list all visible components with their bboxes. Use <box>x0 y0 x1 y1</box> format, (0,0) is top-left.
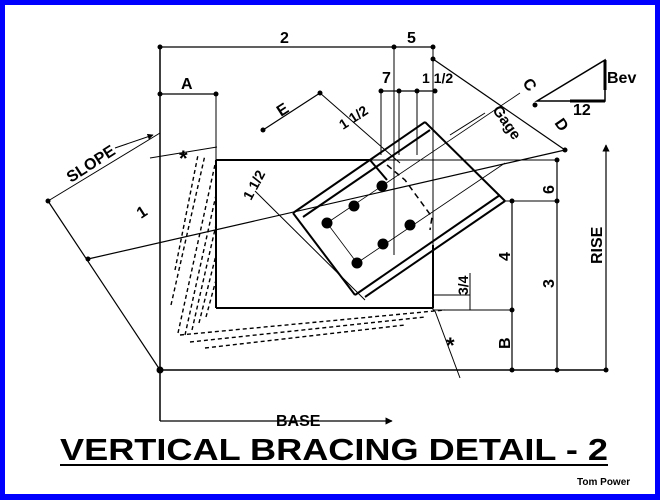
dim-dot <box>430 56 436 62</box>
label-1-half-top: 1 1/2 <box>422 70 453 86</box>
label-4: 4 <box>497 252 514 261</box>
slope-line-outer <box>47 200 161 371</box>
label-rise: RISE <box>589 226 606 264</box>
gage-line <box>449 112 486 136</box>
brace-end-dashed <box>386 164 433 231</box>
dim-dot <box>157 91 163 97</box>
slope-line-top <box>47 132 161 202</box>
label-1: 1 <box>134 203 151 222</box>
label-3: 3 <box>541 279 558 288</box>
origin-dot <box>156 366 164 374</box>
label-asterisk-top: * <box>179 146 188 171</box>
dim-dot <box>554 367 560 373</box>
slope-dim-line <box>87 149 566 260</box>
weld-hatching-left <box>170 154 217 336</box>
label-1-half-mid: 1 1/2 <box>336 102 371 132</box>
dim-dot <box>554 157 560 163</box>
bracing-diagram: 2 5 A 7 1 1/2 C Bev 12 E 1 1/2 Gage D SL… <box>45 30 636 488</box>
dim-dot <box>85 256 91 262</box>
weld-hatching-bottom <box>179 309 446 349</box>
dim-dot <box>509 367 515 373</box>
diagram-title: VERTICAL BRACING DETAIL - 2 <box>60 432 608 467</box>
bevel-triangle <box>534 58 606 102</box>
slope-arrow <box>114 133 154 149</box>
label-7: 7 <box>382 70 391 87</box>
asterisk-leader <box>434 310 461 379</box>
bolt-holes <box>321 180 416 269</box>
dim-dot <box>603 367 609 373</box>
label-B: B <box>497 337 514 349</box>
dim-dot <box>532 102 538 108</box>
label-3-4: 3/4 <box>455 275 471 295</box>
E-dim-line <box>262 92 321 131</box>
dim-dot <box>157 44 163 50</box>
brace-member <box>292 121 506 298</box>
label-2: 2 <box>280 30 289 47</box>
author-credit: Tom Power <box>577 477 630 488</box>
label-D: D <box>551 116 572 135</box>
label-asterisk-bottom: * <box>446 333 455 358</box>
dim-dot <box>432 88 438 94</box>
label-6: 6 <box>541 185 558 194</box>
label-E: E <box>274 100 292 120</box>
dim-dot <box>554 198 560 204</box>
asterisk-leader <box>149 146 218 159</box>
label-5: 5 <box>407 30 416 47</box>
label-bev: Bev <box>607 70 636 87</box>
dim-dot <box>562 147 568 153</box>
label-base: BASE <box>276 413 321 430</box>
label-gage: Gage <box>489 103 524 143</box>
label-A: A <box>181 76 193 93</box>
dim-dot <box>509 198 515 204</box>
drawing-canvas: 2 5 A 7 1 1/2 C Bev 12 E 1 1/2 Gage D SL… <box>5 5 655 494</box>
label-bev-12: 12 <box>573 102 591 119</box>
label-slope: SLOPE <box>64 142 119 186</box>
left-half-line <box>254 190 366 301</box>
extension-line <box>319 92 401 164</box>
C-dim-line <box>432 58 566 151</box>
label-C: C <box>519 76 540 96</box>
dim-dot <box>260 127 266 133</box>
label-1-half-left: 1 1/2 <box>240 167 269 202</box>
